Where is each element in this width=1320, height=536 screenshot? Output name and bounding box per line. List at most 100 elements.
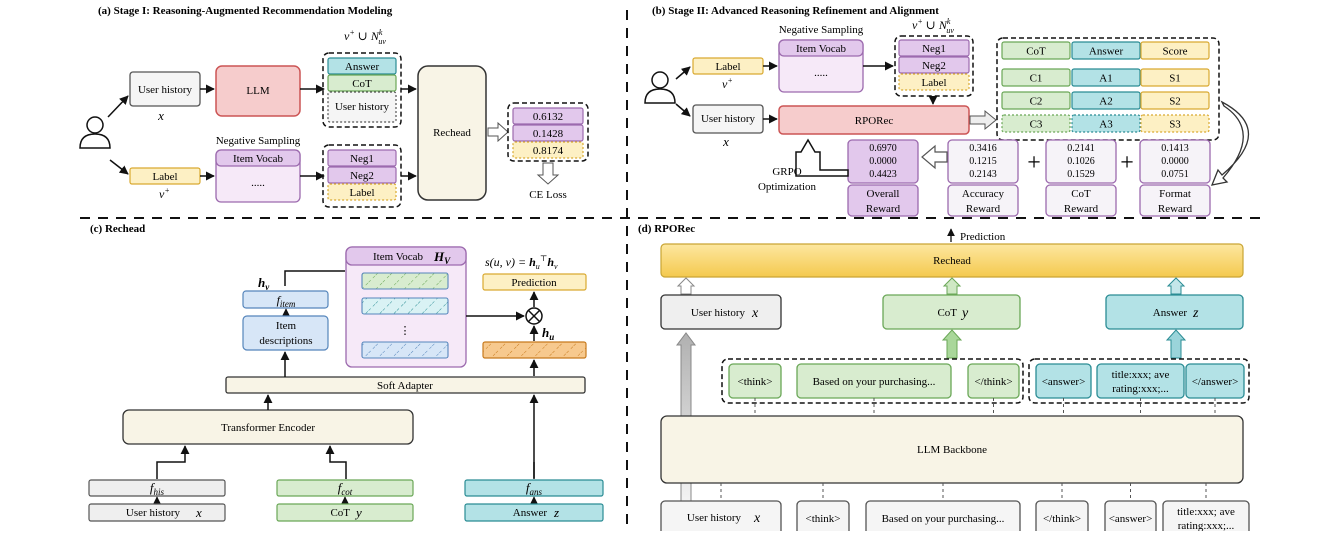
score-item-a: 0.1428: [512, 124, 584, 142]
soft-adapter-label: Soft Adapter: [377, 380, 433, 392]
token-top-text: </answer>: [1192, 376, 1239, 388]
table-cell-text: C1: [1030, 73, 1043, 85]
token-top: Based on your purchasing...: [796, 363, 952, 399]
neg-item-b-text: Neg1: [922, 43, 946, 55]
plus-sign: +: [1027, 150, 1041, 176]
neg-sampling-label: Negative Sampling: [216, 135, 301, 147]
item-desc-line2: descriptions: [259, 335, 312, 347]
hu-label: hu: [542, 325, 554, 342]
panel-a-title: (a) Stage I: Reasoning-Augmented Recomme…: [98, 5, 393, 17]
llm-label: LLM: [246, 85, 269, 97]
token-top: title:xxx; averating:xxx;...: [1096, 363, 1185, 399]
item-desc-box: [242, 315, 329, 351]
table-cell: A1: [1071, 68, 1141, 87]
token-bottom: <think>: [796, 500, 850, 536]
token-bottom-text: </think>: [1043, 513, 1081, 525]
user-history-box-c: [88, 503, 226, 522]
rporec-label: RPORec: [855, 115, 894, 127]
f-cot-box: [276, 479, 414, 497]
format-reward-label: Format: [1159, 188, 1191, 200]
neg-item-a-text: Label: [349, 187, 374, 199]
table-cell-text: C3: [1030, 119, 1043, 131]
cot-reward-value: 0.2141: [1067, 143, 1095, 154]
panel-d-title: (d) RPORec: [638, 223, 695, 235]
overall-reward-label: Reward: [866, 203, 901, 215]
cot-reward-value: 0.1529: [1067, 169, 1095, 180]
user-history-box-d: [660, 294, 782, 330]
token-top: </think>: [967, 363, 1020, 399]
user-history-var-c: x: [195, 505, 202, 520]
format-reward-value: 0.0000: [1161, 156, 1189, 167]
panel-c-title: (c) Rechead: [90, 223, 145, 235]
user-history-var-b: x: [722, 134, 729, 149]
rechead-box-a: [417, 65, 487, 201]
user-icon: [79, 116, 111, 149]
soft-adapter-box: [225, 376, 586, 394]
token-bottom: Based on your purchasing...: [865, 500, 1021, 536]
generation-table: [996, 37, 1220, 141]
answer-box-d: [1105, 294, 1244, 330]
overall-reward-value: 0.6970: [869, 143, 897, 154]
cot-box-d: [882, 294, 1021, 330]
item-desc-line1: Item: [276, 320, 297, 332]
cot-reward-label: Reward: [1064, 203, 1099, 215]
accuracy-reward-label: Reward: [966, 203, 1001, 215]
item-vocab-label-b: Item Vocab: [796, 43, 846, 55]
table-header-text: Score: [1162, 46, 1187, 58]
vocab-dots-b: .....: [814, 67, 828, 79]
output-answer: Answer: [345, 61, 380, 73]
accuracy-reward-value: 0.1215: [969, 156, 997, 167]
token-top-text: <think>: [737, 376, 772, 388]
table-cell-text: C2: [1030, 96, 1043, 108]
overall-reward-value: 0.4423: [869, 169, 897, 180]
token-top: </answer>: [1185, 363, 1245, 399]
neg-item-b-text: Neg2: [922, 60, 946, 72]
panel-b: (b) Stage II: Advanced Reasoning Refinem…: [644, 5, 1249, 217]
label-text-b: Label: [715, 61, 740, 73]
f-ans-box: [464, 479, 604, 497]
table-cell-text: A2: [1099, 96, 1112, 108]
prediction-label-c: Prediction: [511, 277, 557, 289]
token-bottom-text: rating:xxx;...: [1178, 520, 1235, 531]
token-top: <answer>: [1035, 363, 1092, 399]
token-top-text: rating:xxx;...: [1112, 383, 1169, 395]
llm-backbone-box: [660, 415, 1244, 484]
output-user-history: User history: [335, 101, 390, 113]
token-bottom: </think>: [1035, 500, 1089, 536]
ce-loss-label: CE Loss: [529, 189, 567, 201]
answer-var-d: z: [1192, 306, 1199, 321]
table-cell: A2: [1071, 91, 1141, 110]
user-history-label-b: User history: [701, 113, 756, 125]
score-item-a: 0.8174: [512, 141, 584, 159]
f-his-box: [88, 479, 226, 497]
vocab-dots: .....: [251, 177, 265, 189]
matrix-vdots: ⋮: [400, 325, 411, 337]
cot-box-c: [276, 503, 414, 522]
user-history-label-c: User history: [126, 507, 181, 519]
overall-reward-value: 0.0000: [869, 156, 897, 167]
table-cell-text: S3: [1169, 119, 1181, 131]
table-cell: C2: [1001, 91, 1071, 110]
table-cell-text: S1: [1169, 73, 1181, 85]
score-item-a-text: 0.6132: [533, 111, 563, 123]
accuracy-reward-value: 0.3416: [969, 143, 997, 154]
token-bottom-text: User history: [687, 512, 742, 524]
table-header-text: CoT: [1026, 46, 1046, 58]
token-top: <think>: [728, 363, 782, 399]
llm-backbone-label: LLM Backbone: [917, 444, 987, 456]
format-reward-value: 0.1413: [1161, 143, 1189, 154]
rechead-label-a: Rechead: [433, 127, 471, 139]
cot-label-c: CoT: [330, 507, 350, 519]
think-group: [721, 358, 1024, 404]
table-cell: S2: [1140, 91, 1210, 110]
token-bottom: <answer>: [1104, 500, 1157, 536]
score-item-a: 0.6132: [512, 107, 584, 125]
label-text: Label: [152, 171, 177, 183]
prediction-label-d: Prediction: [960, 231, 1006, 243]
prediction-box-c: [482, 273, 587, 291]
cot-var-d: y: [960, 306, 969, 321]
